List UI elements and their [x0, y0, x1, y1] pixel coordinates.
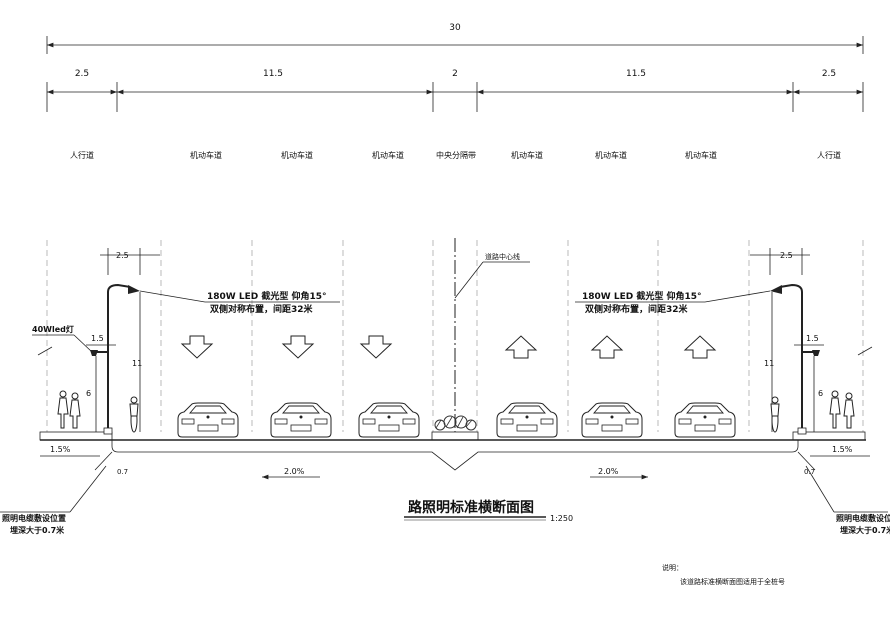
- lane-label-motorway-4: 机动车道: [511, 150, 543, 160]
- notes-text: 该道路标准横断面图适用于全桩号: [680, 577, 785, 586]
- segment-label-median: 2: [452, 69, 458, 79]
- road-surface: [39, 431, 866, 471]
- slope-road-left: 2.0%: [284, 467, 305, 476]
- road-centerline: 道路中心线: [454, 238, 530, 432]
- car-5: [581, 402, 643, 438]
- drawing-title: 路照明标准横断面图 1:250: [404, 499, 573, 523]
- arrow-down-icon: [281, 335, 315, 359]
- light-spec-left: 180W LED 截光型 仰角15° 双侧对称布置，间距32米: [207, 290, 327, 315]
- vehicles: [177, 402, 736, 438]
- light-pole-right: 2.5 11 1.5 6: [575, 248, 873, 435]
- right-layout-spec: 双侧对称布置，间距32米: [585, 303, 689, 315]
- left-led-spec: 180W LED 截光型 仰角15°: [207, 290, 327, 302]
- arrow-up-icon: [683, 335, 717, 359]
- lane-label-motorway-5: 机动车道: [595, 150, 627, 160]
- arrow-down-icon: [359, 335, 393, 359]
- segment-label-sidewalk-left: 2.5: [75, 69, 89, 79]
- lane-label-sidewalk-left: 人行道: [70, 150, 94, 160]
- light-pole-left: 2.5 11 1.5 6 40Wled灯: [32, 248, 340, 435]
- pedestrians-left: [57, 390, 81, 429]
- lane-dividers: [46, 240, 864, 432]
- total-width-label: 30: [449, 23, 461, 33]
- notes-heading: 说明：: [662, 563, 683, 572]
- slope-sidewalk-right: 1.5%: [832, 445, 853, 454]
- cable-callout-right: 照明电缆敷设位置 埋深大于0.7米: [805, 465, 890, 535]
- lane-label-motorway-1: 机动车道: [190, 150, 222, 160]
- light-spec-right: 180W LED 截光型 仰角15° 双侧对称布置，间距32米: [582, 290, 702, 315]
- segment-label-road-right: 11.5: [626, 69, 646, 79]
- lane-labels: 人行道 机动车道 机动车道 机动车道 中央分隔带 机动车道 机动车道 机动车道 …: [70, 150, 841, 160]
- total-width-dimension: 30: [46, 23, 864, 54]
- cyclist-right: [770, 396, 780, 433]
- lane-label-motorway-3: 机动车道: [372, 150, 404, 160]
- cyclist-left: [129, 396, 139, 433]
- title-text: 路照明标准横断面图: [408, 499, 534, 516]
- cable-right-line2: 埋深大于0.7米: [840, 525, 890, 535]
- lane-label-motorway-6: 机动车道: [685, 150, 717, 160]
- cable-callout-left: 照明电缆敷设位置 埋深大于0.7米: [0, 465, 107, 535]
- left-small-arm: 1.5: [91, 334, 104, 343]
- car-3: [358, 402, 420, 438]
- cable-right-line1: 照明电缆敷设位置: [836, 513, 890, 523]
- car-4: [496, 402, 558, 438]
- left-small-light-label: 40Wled灯: [32, 324, 74, 334]
- cable-left-line2: 埋深大于0.7米: [10, 525, 65, 535]
- right-small-arm: 1.5: [806, 334, 819, 343]
- pedestrians-right: [829, 390, 855, 429]
- left-small-pole-height: 6: [86, 389, 91, 398]
- lane-label-motorway-2: 机动车道: [281, 150, 313, 160]
- cable-left-line1: 照明电缆敷设位置: [2, 513, 66, 523]
- slope-sidewalk-left: 1.5%: [50, 445, 71, 454]
- right-arm-length: 2.5: [780, 251, 793, 260]
- right-led-spec: 180W LED 截光型 仰角15°: [582, 290, 702, 302]
- scale-text: 1:250: [550, 514, 573, 523]
- left-pole-height: 11: [132, 359, 142, 368]
- right-small-pole-height: 6: [818, 389, 823, 398]
- car-6: [674, 402, 736, 438]
- arrow-up-icon: [590, 335, 624, 359]
- median-shrubs: [434, 415, 477, 431]
- car-1: [177, 402, 239, 438]
- slope-markers: 1.5% 2.0% 2.0% 1.5% 0.7 0.7: [40, 445, 870, 480]
- notes: 说明： 该道路标准横断面图适用于全桩号: [662, 563, 785, 586]
- arrow-up-icon: [504, 335, 538, 359]
- segment-label-sidewalk-right: 2.5: [822, 69, 836, 79]
- centerline-label: 道路中心线: [485, 252, 520, 261]
- car-2: [270, 402, 332, 438]
- left-layout-spec: 双侧对称布置，间距32米: [210, 303, 314, 315]
- segment-dimensions: 2.5 11.5 2 11.5 2.5: [46, 69, 864, 112]
- edge-depth-left: 0.7: [117, 468, 128, 476]
- right-pole-height: 11: [764, 359, 774, 368]
- lane-label-sidewalk-right: 人行道: [817, 150, 841, 160]
- segment-label-road-left: 11.5: [263, 69, 283, 79]
- slope-road-right: 2.0%: [598, 467, 619, 476]
- left-arm-length: 2.5: [116, 251, 129, 260]
- arrow-down-icon: [180, 335, 214, 359]
- lane-label-median: 中央分隔带: [436, 150, 476, 160]
- direction-arrows: [180, 335, 717, 359]
